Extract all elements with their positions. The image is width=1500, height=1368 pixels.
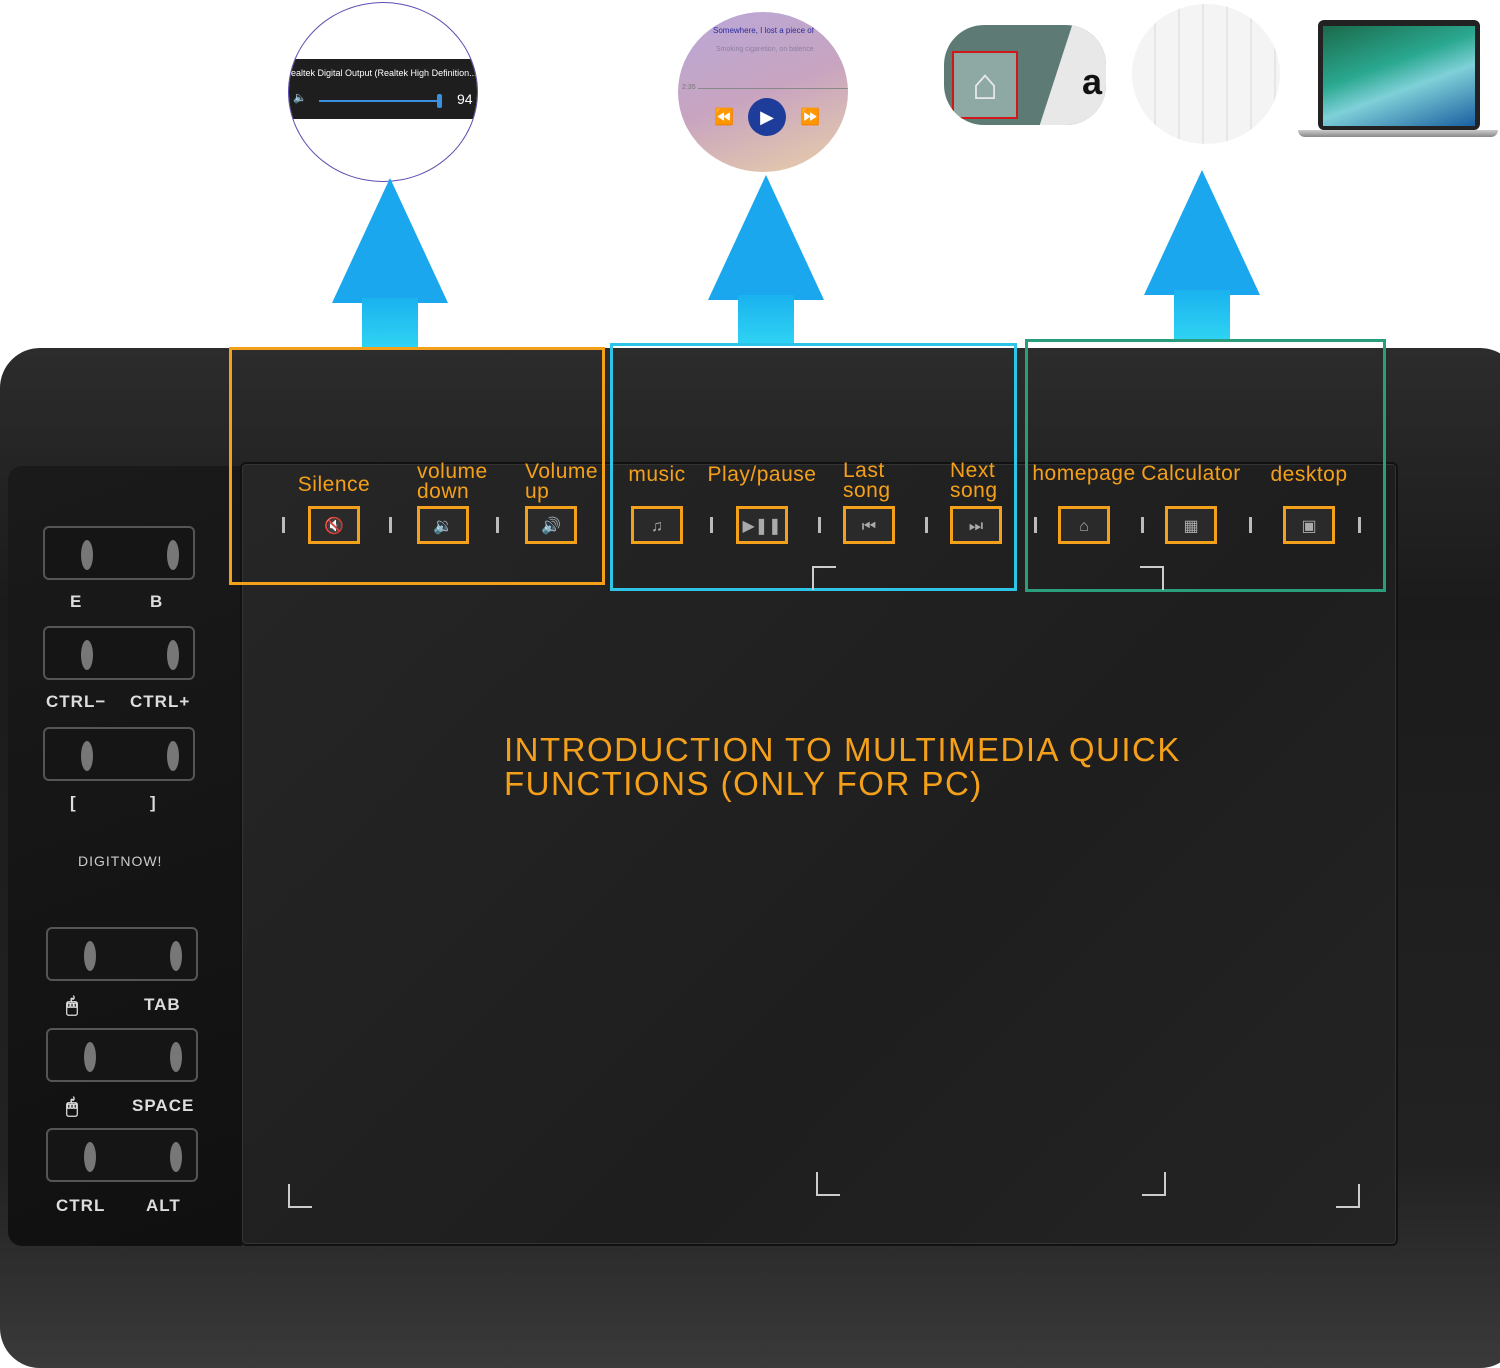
express-key-label: ALT <box>146 1196 181 1215</box>
express-key-label: SPACE <box>132 1096 195 1115</box>
home-icon: ⌂ <box>952 51 1018 119</box>
arrow-up-icon <box>708 175 824 345</box>
separator-tick <box>389 517 392 533</box>
express-key-label: B <box>150 592 164 611</box>
separator-tick <box>496 517 499 533</box>
express-key-label: [ <box>70 793 77 812</box>
function-button-music-note[interactable]: ♫ <box>631 506 683 544</box>
express-key[interactable] <box>46 1028 198 1082</box>
progress-bar <box>698 88 848 89</box>
function-button-previous-track[interactable]: ⏮ <box>843 506 895 544</box>
music-player-preview: Somewhere, I lost a piece of Smoking cig… <box>678 12 848 172</box>
express-key-label: CTRL <box>56 1196 106 1215</box>
function-label: Silence <box>297 473 371 496</box>
function-button-mute[interactable]: 🔇 <box>308 506 360 544</box>
separator-tick <box>710 517 713 533</box>
arrow-up-icon <box>332 178 448 348</box>
express-key[interactable] <box>43 526 195 580</box>
separator-tick <box>1358 517 1361 533</box>
function-button-calculator[interactable]: ▦ <box>1165 506 1217 544</box>
play-button: ▶ <box>748 98 786 136</box>
home-icon: ⌂ <box>1079 518 1089 535</box>
function-label: Last song <box>843 459 891 502</box>
previous-track-icon: ⏮ <box>861 518 877 535</box>
express-key-label: CTRL+ <box>130 692 191 711</box>
lyric-line: Smoking cigaretion, on balence <box>716 46 814 53</box>
express-key[interactable] <box>43 727 195 781</box>
function-label: Play/pause <box>707 463 817 486</box>
calculator-icon: ▦ <box>1183 518 1199 535</box>
volume-slider <box>319 100 441 102</box>
next-track-icon: ⏭ <box>968 518 984 535</box>
function-label: volume down <box>417 460 488 503</box>
express-key[interactable] <box>46 927 198 981</box>
laptop-desktop-preview <box>1298 20 1498 138</box>
express-key[interactable] <box>46 1128 198 1182</box>
play-pause-icon: ▶❚❚ <box>742 518 782 535</box>
function-button-desktop[interactable]: ▣ <box>1283 506 1335 544</box>
arrow-up-icon <box>1144 170 1260 340</box>
volume-group-box <box>229 347 605 585</box>
brand-logo: DIGITNOW! <box>78 853 163 869</box>
function-button-next-track[interactable]: ⏭ <box>950 506 1002 544</box>
system-group-box <box>1025 339 1386 592</box>
express-key-panel <box>8 466 246 1246</box>
function-button-volume-up[interactable]: 🔊 <box>525 506 577 544</box>
area-corner-mark <box>1140 566 1164 590</box>
volume-up-icon: 🔊 <box>541 518 561 535</box>
function-label: desktop <box>1270 463 1348 486</box>
active-drawing-area[interactable] <box>240 462 1398 1246</box>
title-line: FUNCTIONS (ONLY FOR PC) <box>504 765 983 802</box>
area-corner-mark <box>1142 1172 1166 1196</box>
area-corner-mark <box>812 566 836 590</box>
volume-level: 94 <box>457 91 473 107</box>
express-key-label: CTRL− <box>46 692 107 711</box>
volume-preview: ealtek Digital Output (Realtek High Defi… <box>288 2 478 182</box>
mouse-icon: 🖱 <box>66 1096 79 1118</box>
rewind-icon: ⏪ <box>714 109 734 126</box>
express-key[interactable] <box>43 626 195 680</box>
lyric-line: Somewhere, I lost a piece of <box>713 26 814 35</box>
title-line: INTRODUCTION TO MULTIMEDIA QUICK <box>504 731 1181 768</box>
express-key-label: E <box>70 592 83 611</box>
fast-forward-icon: ⏩ <box>800 109 820 126</box>
function-label: Calculator <box>1141 462 1241 485</box>
audio-device-label: ealtek Digital Output (Realtek High Defi… <box>291 68 477 78</box>
page-title: INTRODUCTION TO MULTIMEDIA QUICK FUNCTIO… <box>504 733 1181 801</box>
music-note-icon: ♫ <box>651 518 663 535</box>
speaker-icon: 🔈 <box>293 92 307 104</box>
separator-tick <box>1249 517 1252 533</box>
area-corner-mark <box>288 1184 312 1208</box>
track-time: 2:35 <box>682 84 696 91</box>
separator-tick <box>282 517 285 533</box>
express-key-label: TAB <box>144 995 181 1014</box>
separator-tick <box>1141 517 1144 533</box>
area-corner-mark <box>816 1172 840 1196</box>
function-button-play-pause[interactable]: ▶❚❚ <box>736 506 788 544</box>
express-key-label: ] <box>150 793 157 812</box>
volume-slider-thumb <box>437 94 442 108</box>
separator-tick <box>818 517 821 533</box>
function-label: music <box>628 463 686 486</box>
function-label: homepage <box>1032 462 1136 485</box>
function-label: Next song <box>950 459 998 502</box>
calculator-preview <box>1132 4 1280 144</box>
separator-tick <box>1034 517 1037 533</box>
homepage-preview: ⌂ a <box>944 25 1106 125</box>
function-label: Volume up <box>525 460 599 503</box>
volume-down-icon: 🔉 <box>433 518 453 535</box>
desktop-wallpaper <box>1323 26 1475 126</box>
area-corner-mark <box>1336 1184 1360 1208</box>
function-button-volume-down[interactable]: 🔉 <box>417 506 469 544</box>
mouse-icon: 🖱 <box>66 995 79 1017</box>
amazon-logo: a <box>1082 61 1103 102</box>
function-button-home[interactable]: ⌂ <box>1058 506 1110 544</box>
desktop-icon: ▣ <box>1301 518 1317 535</box>
mute-icon: 🔇 <box>324 518 344 535</box>
separator-tick <box>925 517 928 533</box>
